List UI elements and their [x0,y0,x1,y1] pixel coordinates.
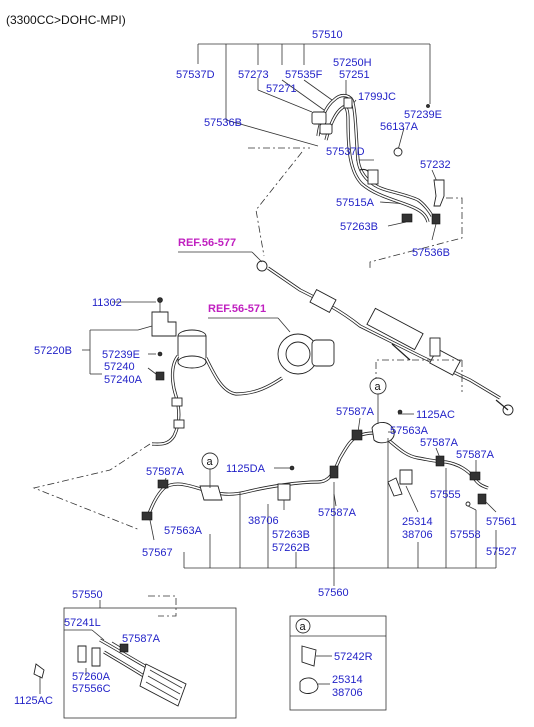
label-57239E-b: 57239E [102,349,140,361]
label-57587A-2: 57587A [420,437,459,449]
label-1125AC-b: 1125AC [14,695,53,707]
label-57587A-4: 57587A [146,466,185,478]
label-57220B: 57220B [34,345,72,357]
label-57560: 57560 [318,587,349,599]
lower-pipe-assembly [141,409,489,521]
label-1799JC: 1799JC [358,91,396,103]
ref-label-56-571: REF.56-571 [208,303,266,315]
part-labels: 57510 57537D 57273 57535F 57250H 57251 5… [14,29,517,707]
label-57241L: 57241L [64,617,101,629]
label-56137A: 56137A [380,121,419,133]
label-57563A-b: 57563A [164,525,203,537]
top-pipe-assembly [311,93,445,225]
label-57558: 57558 [450,529,481,541]
label-57273: 57273 [238,69,269,81]
label-57567: 57567 [142,547,173,559]
label-57271: 57271 [266,83,297,95]
label-57587A-6: 57587A [122,633,161,645]
callout-a-lower: a [201,452,219,488]
label-38706: 38706 [402,529,433,541]
label-57563A: 57563A [390,425,429,437]
label-57240A: 57240A [104,374,143,386]
label-57240: 57240 [104,361,135,373]
label-57556C: 57556C [72,683,111,695]
label-57510: 57510 [312,29,343,41]
pump-reservoir [151,329,335,446]
callout-a-upper: a [369,377,387,424]
label-57527: 57527 [486,546,517,558]
label-57587A-1: 57587A [336,406,375,418]
leader-lines-lower [149,413,497,586]
label-57232: 57232 [420,159,451,171]
label-57260A: 57260A [72,671,111,683]
legend-key: a [300,621,307,633]
label-57535F: 57535F [285,69,323,81]
label-57263B-b: 57263B [272,529,310,541]
label-38706-b: 38706 [248,515,279,527]
label-11302: 11302 [92,297,122,309]
label-57515A: 57515A [336,197,375,209]
label-57536B: 57536B [204,117,242,129]
label-57550: 57550 [72,589,103,601]
cooler-57550 [33,595,237,719]
legend-label-38706: 38706 [332,687,363,699]
svg-text:a: a [375,381,382,393]
legend-box: a [289,615,387,711]
label-57587A-3: 57587A [456,449,495,461]
label-1125DA: 1125DA [226,463,266,475]
label-57537D-b: 57537D [326,146,365,158]
dash-outline-mid [32,359,463,531]
legend-label-25314: 25314 [332,674,363,686]
label-57251: 57251 [339,69,370,81]
ref-label-56-577: REF.56-577 [178,237,236,249]
bracket-57220B [82,297,177,381]
label-57263B: 57263B [340,221,378,233]
label-25314: 25314 [402,516,433,528]
label-57537D: 57537D [176,69,215,81]
steering-gear [256,260,514,416]
label-57262B: 57262B [272,542,310,554]
dash-outline-top [248,147,463,270]
engine-header: (3300CC>DOHC-MPI) [6,13,126,27]
label-57587A-5: 57587A [318,507,357,519]
label-57561: 57561 [486,516,517,528]
label-57239E: 57239E [404,109,442,121]
label-57555: 57555 [430,489,461,501]
label-57250H: 57250H [333,57,372,69]
svg-text:a: a [207,456,214,468]
label-57536B-b: 57536B [412,247,450,259]
label-1125AC: 1125AC [416,409,455,421]
legend-label-57242R: 57242R [334,651,373,663]
